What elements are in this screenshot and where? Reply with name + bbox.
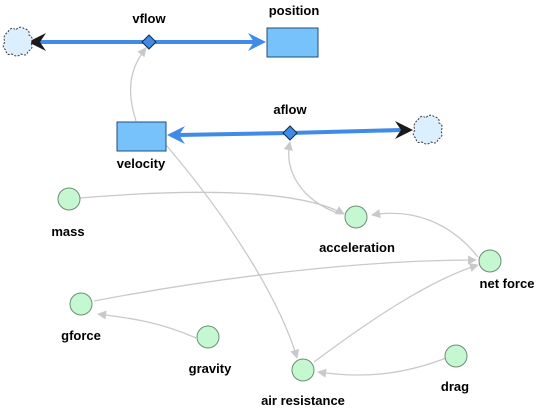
link-gforce-to-netforce[interactable] <box>93 255 477 302</box>
position-box[interactable] <box>266 27 319 58</box>
aux-drag[interactable]: drag <box>441 344 469 394</box>
flows-layer <box>28 33 413 144</box>
gravity-label: gravity <box>189 361 232 376</box>
flow-aflow[interactable]: aflow <box>273 102 307 141</box>
gforce-node[interactable] <box>69 292 93 316</box>
net-force-label: net force <box>480 276 535 291</box>
link-airresistance-to-netforce[interactable] <box>313 263 479 363</box>
aflow-pipe-left[interactable] <box>177 131 291 137</box>
cloud-right <box>412 114 443 145</box>
air-resistance-label: air resistance <box>261 393 345 408</box>
cloud-right-icon <box>412 114 443 145</box>
aflow-label: aflow <box>273 102 307 117</box>
aux-acceleration[interactable]: acceleration <box>319 205 395 255</box>
links-layer <box>79 47 479 378</box>
velocity-label: velocity <box>117 156 166 171</box>
cloud-left <box>2 26 33 57</box>
gravity-node[interactable] <box>196 325 220 349</box>
flow-vflow[interactable]: vflow <box>132 11 166 50</box>
link-acceleration-to-aflow[interactable] <box>283 141 341 215</box>
stock-velocity[interactable]: velocity <box>116 121 167 171</box>
aux-gravity[interactable]: gravity <box>189 325 232 376</box>
link-drag-to-airresistance[interactable] <box>317 357 447 378</box>
acceleration-label: acceleration <box>319 240 395 255</box>
link-mass-to-acceleration[interactable] <box>79 191 345 215</box>
drag-node[interactable] <box>444 344 468 368</box>
aflow-valve-icon[interactable] <box>282 125 298 141</box>
cloud-left-icon <box>2 26 33 57</box>
link-velocity-to-vflow[interactable] <box>129 47 147 122</box>
aux-mass[interactable]: mass <box>51 187 85 239</box>
vflow-label: vflow <box>132 11 166 26</box>
link-netforce-to-acceleration[interactable] <box>371 209 479 258</box>
position-label: position <box>269 3 320 18</box>
velocity-box[interactable] <box>116 121 167 152</box>
acceleration-node[interactable] <box>344 205 368 229</box>
aux-net-force[interactable]: net force <box>478 249 535 291</box>
stock-position[interactable]: position <box>266 3 320 58</box>
link-velocity-to-airresistance[interactable] <box>165 144 300 359</box>
mass-node[interactable] <box>57 187 81 211</box>
aux-air-resistance[interactable]: air resistance <box>261 358 345 408</box>
vflow-valve-icon[interactable] <box>141 34 157 50</box>
net-force-node[interactable] <box>478 249 502 273</box>
vflow-arrowhead-left <box>28 33 46 51</box>
aflow-pipe-right[interactable] <box>289 128 403 135</box>
mass-label: mass <box>51 224 84 239</box>
drag-label: drag <box>441 379 469 394</box>
air-resistance-node[interactable] <box>291 358 315 382</box>
vflow-arrowhead-right <box>248 33 266 51</box>
aflow-arrowhead-right <box>395 121 413 139</box>
aux-gforce[interactable]: gforce <box>61 292 101 343</box>
gforce-label: gforce <box>61 328 101 343</box>
link-gravity-to-gforce[interactable] <box>97 310 197 339</box>
aflow-arrowhead-left <box>167 126 185 144</box>
